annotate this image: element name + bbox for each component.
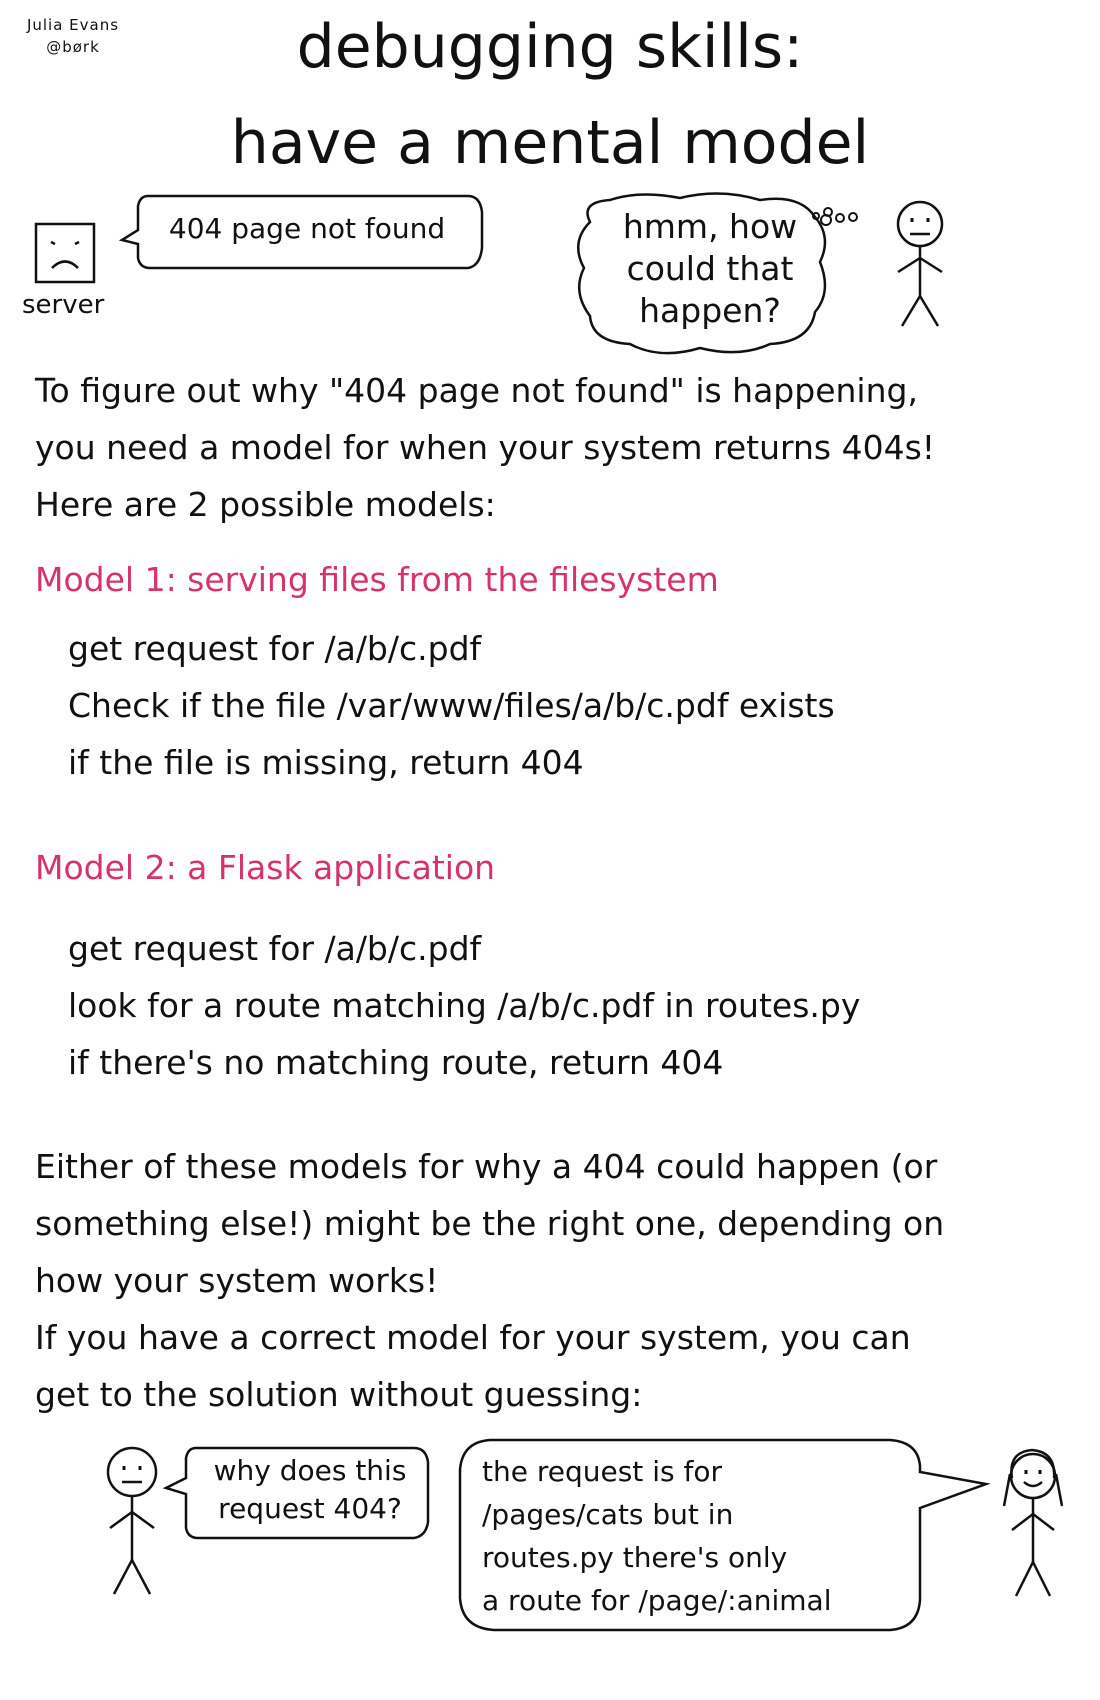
thought-line: happen? [639,291,781,330]
model-step: get request for /a/b/c.pdf [68,629,482,668]
answer-speech-bubble [458,1438,991,1632]
question-speech-bubble [162,1446,430,1540]
conclusion-paragraph: Either of these models for why a 404 cou… [35,1138,944,1423]
asking-person-figure [106,1446,158,1595]
server-speech-text: 404 page not found [168,212,446,245]
sad-server-icon [34,222,96,284]
server-speech-bubble [118,194,484,270]
answer-line: a route for /page/:animal [482,1584,832,1617]
page-title-line-1: debugging skills: [296,12,804,82]
author-credit: Julia Evans @børk [8,14,138,58]
answer-text: the request is for /pages/cats but in ro… [482,1450,902,1622]
thinking-person-figure [896,200,944,327]
model-step: get request for /a/b/c.pdf [68,929,482,968]
intro-line: To figure out why "404 page not found" i… [35,371,918,410]
model-2-steps: get request for /a/b/c.pdf look for a ro… [68,920,860,1091]
intro-paragraph: To figure out why "404 page not found" i… [35,362,935,533]
model-step: if there's no matching route, return 404 [68,1043,724,1082]
conclusion-line: If you have a correct model for your sys… [35,1318,911,1357]
conclusion-line: how your system works! [35,1261,439,1300]
author-handle: @børk [46,38,100,56]
intro-line: you need a model for when your system re… [35,428,935,467]
author-name: Julia Evans [26,16,120,34]
answer-line: the request is for [482,1455,722,1488]
question-line: why does this [213,1454,407,1487]
answer-line: routes.py there's only [482,1541,788,1574]
conclusion-line: something else!) might be the right one,… [35,1204,945,1243]
conclusion-line: get to the solution without guessing: [35,1375,643,1414]
conclusion-line: Either of these models for why a 404 cou… [35,1147,938,1186]
thought-dots-icon [820,212,858,226]
model-2-heading: Model 2: a Flask application [35,848,496,887]
question-line: request 404? [218,1492,402,1525]
model-step: look for a route matching /a/b/c.pdf in … [68,986,861,1025]
thought-line: hmm, how [622,207,798,246]
model-1-steps: get request for /a/b/c.pdf Check if the … [68,620,835,791]
thought-text: hmm, how could that happen? [590,206,830,332]
model-1-heading: Model 1: serving files from the filesyst… [35,560,719,599]
question-text: why does this request 404? [190,1452,430,1528]
answer-line: /pages/cats but in [482,1498,734,1531]
thought-line: could that [626,249,794,288]
server-label: server [22,290,105,320]
page-title-line-2: have a mental model [230,108,870,178]
model-step: Check if the file /var/www/files/a/b/c.p… [68,686,835,725]
answering-person-figure [1002,1448,1064,1597]
model-step: if the file is missing, return 404 [68,743,584,782]
intro-line: Here are 2 possible models: [35,485,496,524]
